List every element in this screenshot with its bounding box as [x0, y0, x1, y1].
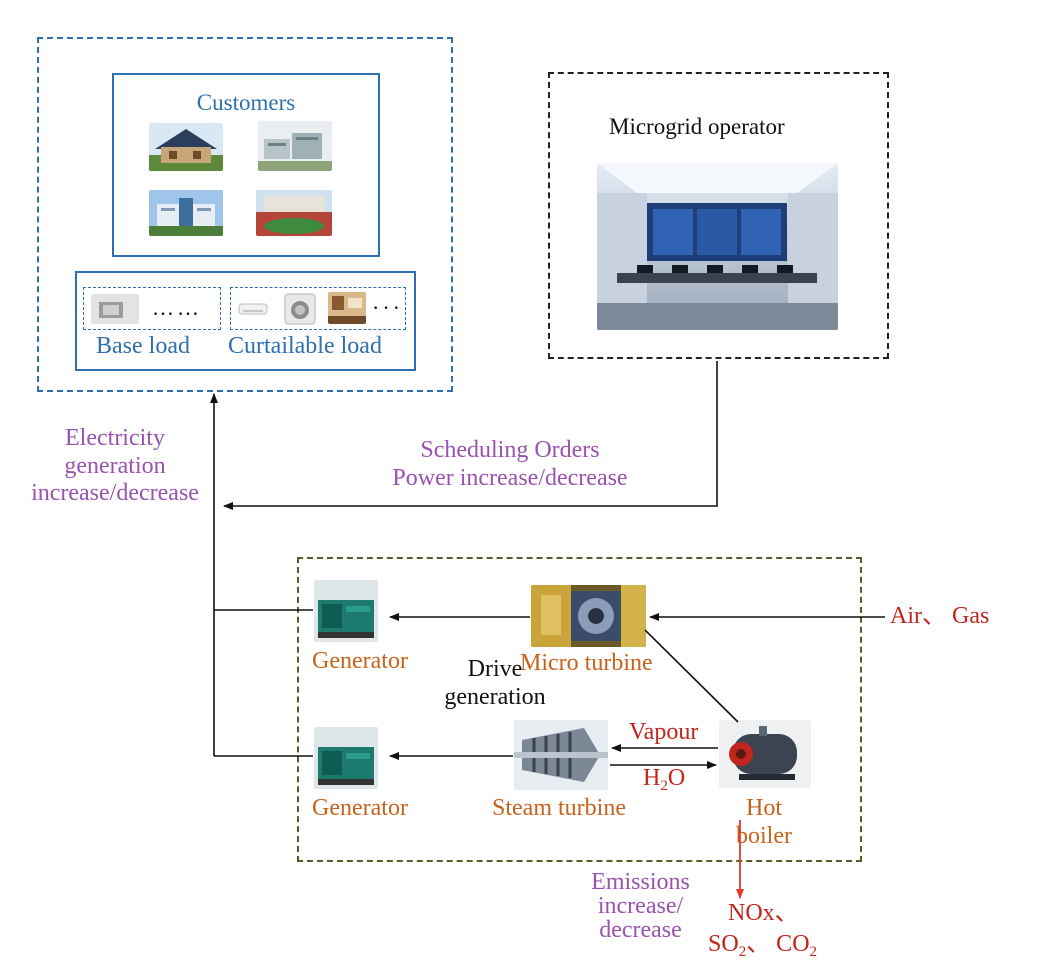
drive-generation-label: Drive generation	[444, 656, 546, 710]
vapour-label: Vapour	[629, 719, 699, 745]
micro-turbine-label: Micro turbine	[520, 650, 653, 676]
air-conditioner-icon	[238, 300, 268, 318]
operator-title: Microgrid operator	[609, 114, 785, 139]
operator-box	[548, 72, 889, 359]
washing-machine-icon	[283, 292, 317, 326]
customers-box	[112, 73, 380, 257]
hot-boiler-image	[719, 720, 811, 788]
generation-plant-box	[297, 557, 862, 862]
base-load-label: Base load	[96, 333, 190, 359]
industrial-campus-image	[258, 121, 332, 171]
generator-top-label: Generator	[312, 648, 408, 674]
base-load-box	[83, 287, 221, 330]
control-room-image	[597, 163, 838, 330]
h2o-label: H2O	[643, 765, 686, 794]
hot-boiler-label: Hot boiler	[736, 795, 792, 849]
micro-turbine-image	[531, 585, 646, 647]
scheduling-orders-label: Scheduling Orders Power increase/decreas…	[392, 437, 628, 491]
emissions-label: Emissions increase/ decrease	[591, 869, 690, 943]
electricity-label: Electricity generation increase/decrease	[31, 425, 199, 507]
generator-top-image	[314, 580, 378, 642]
generator-bottom-label: Generator	[312, 795, 408, 821]
curtailable-load-label: Curtailable load	[228, 333, 382, 359]
house-solar-image	[149, 123, 223, 171]
customers-title: Customers	[196, 90, 296, 115]
school-sports-field-image	[256, 190, 332, 236]
curtailable-load-ellipsis: ···	[372, 295, 403, 320]
steam-turbine-label: Steam turbine	[492, 795, 626, 821]
appliance-image	[91, 294, 139, 324]
base-load-ellipsis: ……	[152, 295, 202, 320]
steam-turbine-image	[514, 720, 608, 790]
emission-gases-label: NOx、 SO2、 CO2	[708, 900, 818, 961]
curtailable-load-box	[230, 287, 406, 330]
air-gas-label: Air、 Gas	[890, 603, 990, 629]
generator-bottom-image	[314, 727, 378, 789]
room-interior-image	[328, 292, 366, 324]
office-building-image	[149, 190, 223, 236]
